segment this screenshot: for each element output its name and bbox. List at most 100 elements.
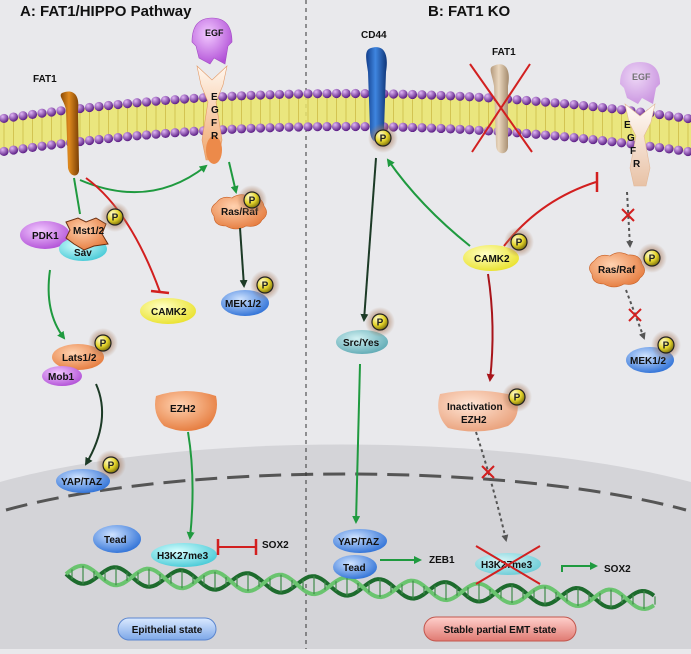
lipid-head-inner <box>578 134 589 144</box>
lipid-head-outer <box>160 95 171 106</box>
egf-label-left: EGF <box>205 28 224 38</box>
phosphate-badge <box>374 129 392 147</box>
phosphate-badge <box>371 313 389 331</box>
lipid-head-outer <box>8 112 19 122</box>
lipid-head-outer <box>56 106 66 116</box>
phosphate-label: P <box>649 254 656 265</box>
phosphate-label: P <box>380 134 387 145</box>
lipid-head-outer <box>588 101 598 112</box>
lipid-head-inner <box>398 122 408 132</box>
ezh2-node-left <box>155 391 217 431</box>
lipid-head-outer <box>274 89 285 100</box>
phosphate-badge <box>106 208 124 226</box>
lipid-bilayer <box>0 88 691 157</box>
phosphate-label: P <box>516 238 523 249</box>
lipid-head-inner <box>293 122 304 132</box>
lipid-head-inner <box>37 141 47 151</box>
lipid-head-outer <box>46 107 57 117</box>
left-panel-title: A: FAT1/HIPPO Pathway <box>20 3 192 20</box>
arrow-mst-to-lats <box>47 269 66 340</box>
ras-raf-label-right: Ras/Raf <box>598 265 636 276</box>
lats-label: Lats1/2 <box>62 353 97 364</box>
h3k27me3-node-left <box>151 543 217 567</box>
lipid-head-inner <box>521 128 532 139</box>
egf-ligand-right: EGF <box>620 62 660 104</box>
phosphate-badge <box>94 334 112 352</box>
lipid-head-outer <box>331 88 342 99</box>
ezh2-label-left: EZH2 <box>170 404 196 415</box>
lipid-head-outer <box>550 98 560 108</box>
mek-label-left: MEK1/2 <box>225 299 262 310</box>
lipid-head-inner <box>141 130 152 140</box>
lipid-head-outer <box>236 91 247 101</box>
lipid-head-inner <box>588 134 598 145</box>
lipid-head-inner <box>350 121 361 132</box>
lipid-head-outer <box>607 104 617 114</box>
lipid-head-inner <box>179 127 190 137</box>
arrow-lats-to-yap <box>84 383 104 466</box>
epithelial-state-label: Epithelial state <box>132 625 203 636</box>
right-panel-title: B: FAT1 KO <box>428 3 511 20</box>
arrow-cd44-to-src <box>360 157 377 322</box>
block-crosses <box>481 208 642 479</box>
egf-ligand-left: EGF <box>191 17 233 65</box>
lipid-head-inner <box>46 140 57 150</box>
lipid-head-inner <box>0 146 9 157</box>
yap-taz-node-left <box>56 469 110 493</box>
lipid-head-outer <box>464 92 475 102</box>
lipid-head-outer <box>474 92 484 102</box>
arrow-fat1-to-mst <box>73 177 81 215</box>
lipid-head-outer <box>322 88 332 99</box>
lipid-head-outer <box>189 93 199 104</box>
lipid-head-inner <box>160 128 171 139</box>
egfr-receptor-right <box>624 103 656 187</box>
lipid-head-inner <box>531 129 541 139</box>
lipid-head-outer <box>398 89 408 99</box>
lipid-head-outer <box>569 100 579 110</box>
lipid-head-outer <box>265 90 275 100</box>
arrow-camk2-to-ezh2 <box>486 273 495 382</box>
ezh2-label-right: EZH2 <box>461 415 487 426</box>
lipid-head-outer <box>255 90 266 100</box>
lipid-head-outer <box>483 93 494 103</box>
sav-label: Sav <box>74 248 92 259</box>
tead-label-right: Tead <box>343 563 366 574</box>
lipid-head-outer <box>407 89 418 100</box>
lipid-head-inner <box>312 122 323 132</box>
lipid-head-inner <box>550 131 560 141</box>
lipid-head-inner <box>645 141 655 151</box>
lipid-head-outer <box>445 91 456 101</box>
lipid-head-outer <box>227 91 237 101</box>
arrow-camk2-to-cd44 <box>386 158 471 247</box>
lipid-head-inner <box>170 128 180 138</box>
lipid-head-outer <box>417 90 427 100</box>
lipid-head-outer <box>521 95 532 106</box>
lipid-head-inner <box>607 137 617 147</box>
lipid-head-outer <box>436 90 446 101</box>
lipid-head-inner <box>341 121 351 132</box>
mob1-node <box>42 366 82 386</box>
lipid-head-outer <box>341 88 351 99</box>
phosphate-badge <box>102 456 120 474</box>
zeb1-label: ZEB1 <box>429 555 455 566</box>
lipid-head-outer <box>616 105 627 115</box>
lipid-head-inner <box>407 122 418 133</box>
mek-label-right: MEK1/2 <box>630 356 667 367</box>
lipid-head-inner <box>103 133 114 144</box>
fat1-receptor-left <box>60 91 80 176</box>
yap-taz-node-right <box>333 529 387 553</box>
lipid-head-outer <box>540 97 551 107</box>
lipid-head-outer <box>512 95 522 105</box>
lipid-head-inner <box>84 135 95 146</box>
phosphate-label: P <box>663 341 670 352</box>
egfr-letter-g-left: G <box>211 105 219 116</box>
egfr-letter-f-right: F <box>630 146 636 157</box>
lipid-head-inner <box>597 136 608 146</box>
lipid-head-outer <box>170 95 180 105</box>
lipid-head-inner <box>56 139 66 149</box>
lipid-head-inner <box>360 121 370 132</box>
yap-taz-label-left: YAP/TAZ <box>61 477 102 488</box>
lipid-head-outer <box>312 89 323 99</box>
